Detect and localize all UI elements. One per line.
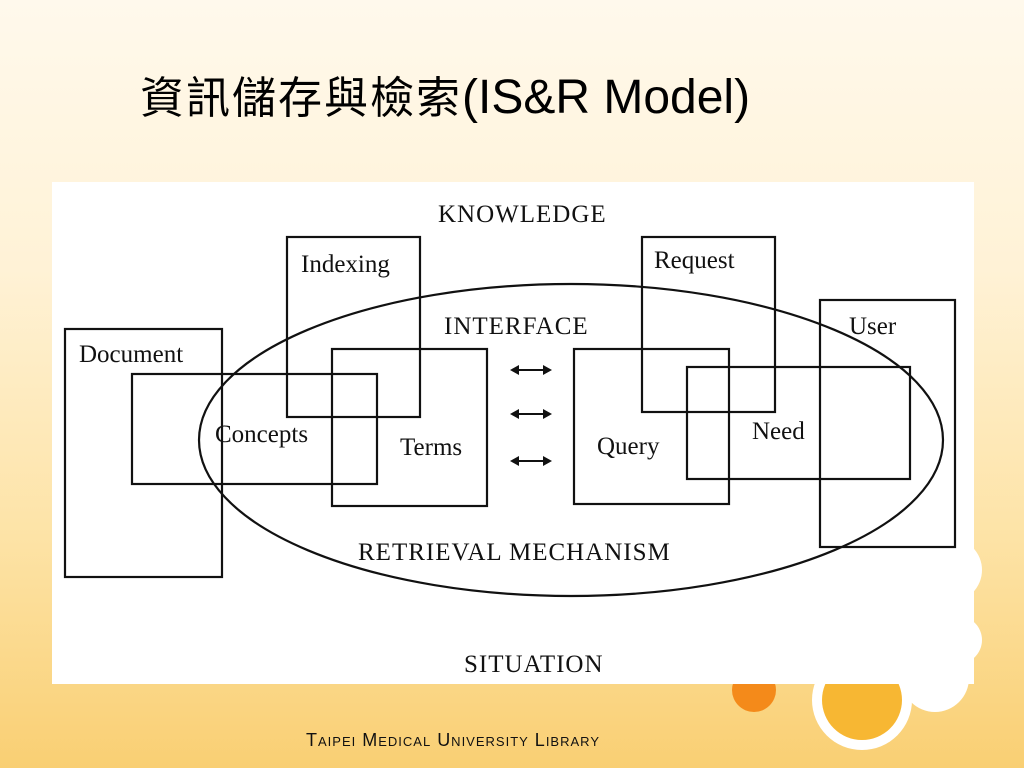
user-box <box>818 298 957 549</box>
label-retrieval-mechanism: RETRIEVAL MECHANISM <box>358 539 671 566</box>
label-document: Document <box>79 341 183 368</box>
interface-ellipse <box>197 282 945 598</box>
label-situation: SITUATION <box>464 651 604 678</box>
label-interface: INTERFACE <box>444 313 589 340</box>
title-english: (IS&R Model) <box>462 71 751 124</box>
slide-title: 資訊儲存與檢索(IS&R Model) <box>140 62 750 126</box>
label-knowledge: KNOWLEDGE <box>438 201 607 228</box>
interaction-arrows <box>510 365 552 466</box>
label-request: Request <box>654 247 735 274</box>
label-terms: Terms <box>400 434 462 461</box>
label-need: Need <box>752 418 805 445</box>
indexing-box <box>285 235 422 419</box>
label-concepts: Concepts <box>215 421 308 448</box>
label-user: User <box>849 313 897 340</box>
isr-model-diagram: KNOWLEDGE INTERFACE RETRIEVAL MECHANISM … <box>63 201 957 678</box>
query-box <box>572 347 731 506</box>
title-chinese: 資訊儲存與檢索 <box>140 73 462 124</box>
diagram-panel: KNOWLEDGE INTERFACE RETRIEVAL MECHANISM … <box>52 182 974 684</box>
double-arrow-icon <box>510 365 552 375</box>
document-box <box>63 327 224 579</box>
label-query: Query <box>597 433 660 460</box>
double-arrow-icon <box>510 409 552 419</box>
label-indexing: Indexing <box>301 251 390 278</box>
footer-library: Taipei Medical University Library <box>306 730 600 750</box>
terms-box <box>330 347 489 508</box>
need-box <box>685 365 912 481</box>
request-box <box>640 235 777 414</box>
concepts-box <box>130 372 379 486</box>
double-arrow-icon <box>510 456 552 466</box>
